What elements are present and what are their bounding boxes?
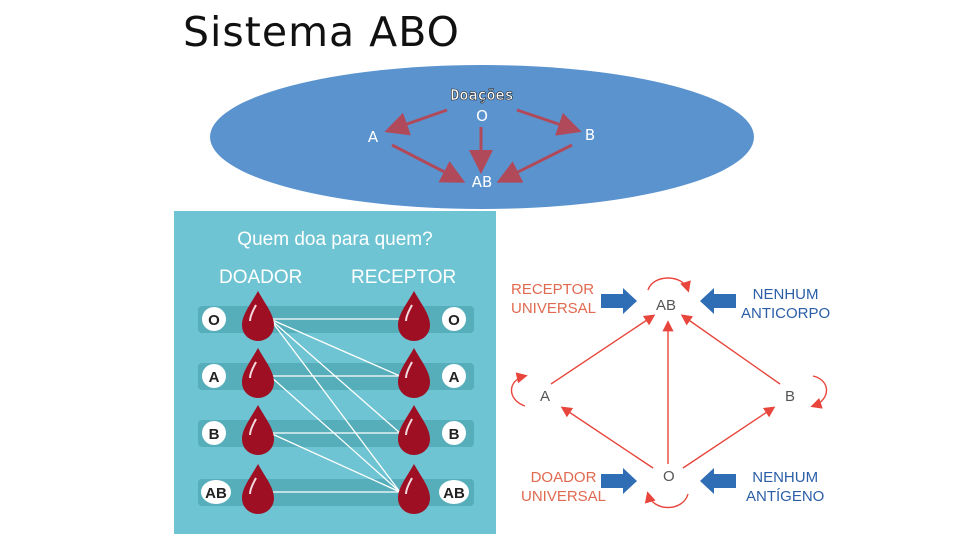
receptor-universal-label: RECEPTOR UNIVERSAL <box>511 281 597 317</box>
donor-b: B <box>202 404 275 456</box>
receptor-o: O <box>397 290 466 342</box>
oval-node-b: B <box>585 126 595 144</box>
donation-rows: O A B AB O A <box>198 290 474 515</box>
arrow-b-to-ab <box>496 143 573 183</box>
nenhum-anticorpo-label: NENHUM ANTICORPO <box>741 286 831 322</box>
compatibility-lines <box>269 318 401 493</box>
donor-header: DOADOR <box>219 267 303 288</box>
slide-title: Sistema ABO <box>183 8 460 56</box>
blue-arrow-doador <box>601 468 637 494</box>
donor-ab: AB <box>201 463 275 515</box>
loop-a <box>510 372 528 407</box>
arrow-o-to-b <box>516 108 582 136</box>
node-a: A <box>540 388 551 405</box>
loop-o <box>644 491 689 509</box>
arrow-b-to-ab-red <box>680 314 781 385</box>
oval-node-a: A <box>368 128 379 146</box>
oval-node-o: O <box>476 107 488 125</box>
panel-title: Quem doa para quem? <box>237 229 433 250</box>
donor-a: A <box>202 347 275 399</box>
arrow-o-to-a <box>384 108 448 136</box>
receptor-header: RECEPTOR <box>351 267 457 288</box>
arrow-a-to-ab <box>391 143 466 183</box>
blue-arrow-receptor <box>601 288 637 314</box>
svg-text:B: B <box>449 426 460 443</box>
svg-text:O: O <box>448 312 460 329</box>
donor-o: O <box>202 290 275 342</box>
receptor-b: B <box>397 404 466 456</box>
svg-text:A: A <box>449 369 460 386</box>
nenhum-antigeno-label: NENHUM ANTÍGENO <box>746 469 825 505</box>
universal-diagram: RECEPTOR UNIVERSAL NENHUM ANTICORPO DOAD… <box>503 268 843 530</box>
svg-text:A: A <box>209 369 220 386</box>
arrow-a-to-ab-red <box>550 314 656 385</box>
blue-arrow-antigeno <box>700 468 736 494</box>
svg-text:AB: AB <box>443 485 465 502</box>
universal-diagram-arrows <box>510 277 828 509</box>
svg-text:AB: AB <box>205 485 227 502</box>
svg-text:B: B <box>209 426 220 443</box>
blue-arrow-anticorpo <box>700 288 736 314</box>
loop-b <box>810 375 828 409</box>
loop-ab <box>647 277 691 293</box>
svg-text:O: O <box>208 312 220 329</box>
node-b: B <box>785 388 796 405</box>
node-o: O <box>663 468 675 485</box>
arrow-o-to-a-red <box>560 406 654 469</box>
who-donates-panel: Quem doa para quem? DOADOR RECEPTOR <box>174 211 496 534</box>
receptor-a: A <box>397 347 466 399</box>
oval-node-ab: AB <box>472 173 493 191</box>
doador-universal-label: DOADOR UNIVERSAL <box>521 469 607 505</box>
donations-oval-diagram: Doações O A B AB <box>210 65 754 209</box>
oval-heading: Doações <box>450 86 513 104</box>
receptor-ab: AB <box>397 463 469 515</box>
node-ab: AB <box>656 297 677 314</box>
arrow-o-to-b-red <box>682 406 776 469</box>
